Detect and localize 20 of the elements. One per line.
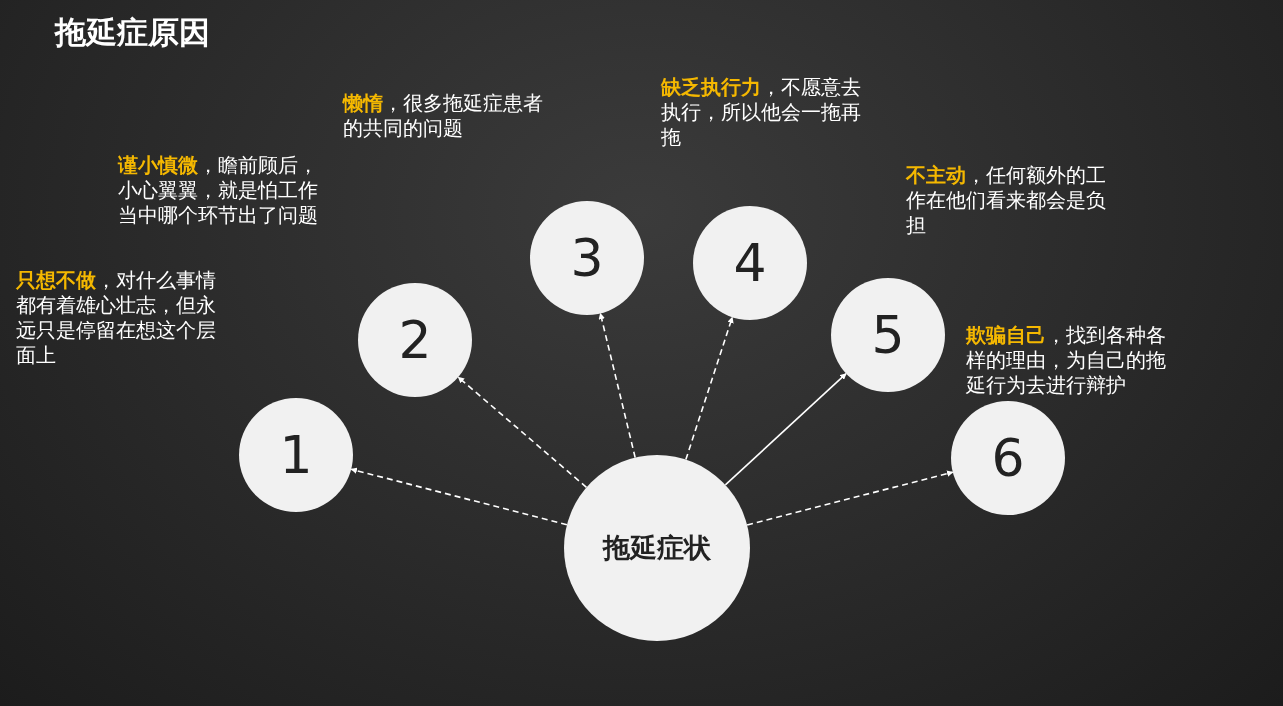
arrow <box>457 376 588 489</box>
center-circle: 拖延症状 <box>564 455 750 641</box>
arrow <box>350 467 568 526</box>
description-text: 谨小慎微，瞻前顾后，小心翼翼，就是怕工作当中哪个环节出了问题 <box>118 153 319 228</box>
description-text: 缺乏执行力，不愿意去执行，所以他会一拖再拖 <box>661 75 862 150</box>
description-text: 懒惰，很多拖延症患者的共同的问题 <box>343 91 544 141</box>
number-circle: 1 <box>239 398 353 512</box>
number-circle: 5 <box>831 278 945 392</box>
arrow <box>724 372 847 486</box>
arrow <box>746 470 954 526</box>
number-circle: 3 <box>530 201 644 315</box>
description-text: 只想不做，对什么事情都有着雄心壮志，但永远只是停留在想这个层面上 <box>16 268 217 368</box>
arrow <box>598 312 636 459</box>
number-circle: 2 <box>358 283 472 397</box>
arrow <box>685 316 734 461</box>
number-circle: 6 <box>951 401 1065 515</box>
title: 拖延症原因 <box>55 13 210 52</box>
number-circle: 4 <box>693 206 807 320</box>
description-text: 欺骗自己，找到各种各样的理由，为自己的拖延行为去进行辩护 <box>966 323 1167 398</box>
description-text: 不主动，任何额外的工作在他们看来都会是负担 <box>906 163 1107 238</box>
